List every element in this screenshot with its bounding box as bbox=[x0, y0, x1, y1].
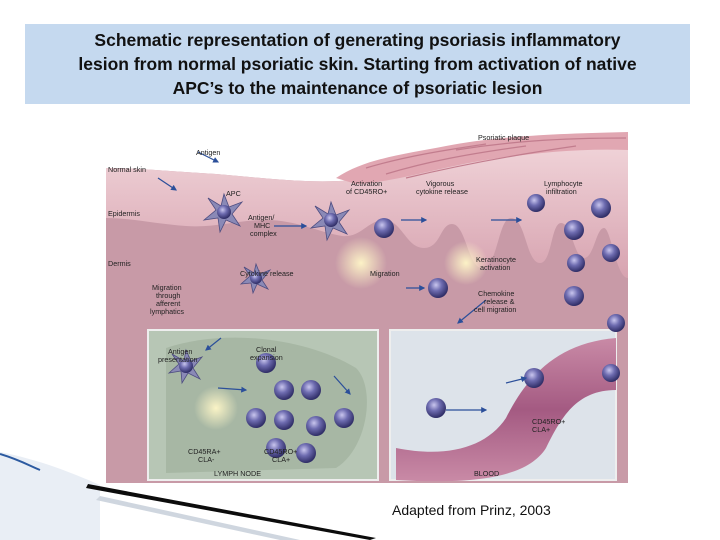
label-vigorous-1: Vigorous bbox=[426, 179, 455, 188]
label-chemokine-1: Chemokine bbox=[478, 289, 514, 298]
apc-cell-epidermis bbox=[202, 192, 244, 234]
label-vigorous-2: cytokine release bbox=[416, 187, 468, 196]
decor-black-wedge bbox=[86, 484, 376, 540]
label-cytokine-release: Cytokine release bbox=[240, 269, 294, 278]
label-cd45ro-cla-lymph-1: CD45RO+ bbox=[264, 447, 297, 456]
label-cd45ro-cla-blood-1: CD45RO+ bbox=[532, 417, 565, 426]
label-clonal-2: expansion bbox=[250, 353, 283, 362]
label-migration-through-4: lymphatics bbox=[150, 307, 184, 316]
label-migration: Migration bbox=[370, 269, 400, 278]
decor-light-shape bbox=[0, 452, 100, 540]
label-lymphocyte-2: infiltration bbox=[546, 187, 577, 196]
label-normal-skin: Normal skin bbox=[108, 165, 146, 174]
t-cells bbox=[246, 194, 625, 463]
antigen-presentation-glow bbox=[194, 386, 238, 430]
apc-cell-migrating bbox=[239, 262, 272, 295]
label-cd45ra-cla-2: CLA- bbox=[198, 455, 215, 464]
label-cd45ro-cla-blood-2: CLA+ bbox=[532, 425, 550, 434]
label-antigen-mhc-1: Antigen/ bbox=[248, 213, 274, 222]
blood-vessel bbox=[396, 338, 616, 482]
apc-cell-activation bbox=[309, 200, 351, 242]
label-cd45ra-cla-1: CD45RA+ bbox=[188, 447, 221, 456]
label-migration-through-3: afferent bbox=[156, 299, 180, 308]
label-keratinocyte-1: Keratinocyte bbox=[476, 255, 516, 264]
title-line-1: Schematic representation of generating p… bbox=[94, 30, 621, 50]
process-arrows bbox=[157, 151, 528, 413]
epidermis-layer bbox=[106, 144, 628, 278]
plaque-scale-lines bbox=[365, 137, 627, 179]
label-cd45ro-cla-lymph-2: CLA+ bbox=[272, 455, 290, 464]
decor-gray-wedge bbox=[96, 496, 300, 540]
label-blood: BLOOD bbox=[474, 469, 499, 478]
label-antigen-presentation-1: Antigen bbox=[168, 347, 192, 356]
label-epidermis: Epidermis bbox=[108, 209, 140, 218]
figure-caption: Adapted from Prinz, 2003 bbox=[392, 502, 551, 518]
label-apc: APC bbox=[226, 189, 241, 198]
label-antigen-mhc-2: MHC bbox=[254, 221, 270, 230]
title-line-2: lesion from normal psoriatic skin. Start… bbox=[78, 54, 637, 74]
psoriasis-schematic-figure: Psoriatic plaque Antigen Normal skin APC… bbox=[106, 128, 628, 483]
label-antigen-presentation-2: presentation bbox=[158, 355, 198, 364]
label-chemokine-2: release & bbox=[484, 297, 515, 306]
slide-title: Schematic representation of generating p… bbox=[72, 28, 642, 100]
label-dermis: Dermis bbox=[108, 259, 131, 268]
label-antigen: Antigen bbox=[196, 148, 220, 157]
label-chemokine-3: cell migration bbox=[474, 305, 516, 314]
slide-corner-decoration bbox=[0, 452, 376, 540]
title-box: Schematic representation of generating p… bbox=[25, 24, 690, 104]
label-clonal-1: Clonal bbox=[256, 345, 277, 354]
keratinocyte-glow bbox=[444, 241, 488, 285]
psoriatic-plaque-scales bbox=[336, 132, 628, 184]
label-keratinocyte-2: activation bbox=[480, 263, 510, 272]
label-antigen-mhc-3: complex bbox=[250, 229, 277, 238]
lymph-node-tissue bbox=[166, 337, 367, 473]
apc-cell-lymph-node bbox=[167, 348, 204, 385]
label-migration-through-1: Migration bbox=[152, 283, 182, 292]
label-activation-2: of CD45RO+ bbox=[346, 187, 387, 196]
decor-blue-line bbox=[0, 453, 41, 471]
label-psoriatic-plaque: Psoriatic plaque bbox=[478, 133, 529, 142]
label-lymph-node: LYMPH NODE bbox=[214, 469, 261, 478]
label-migration-through-2: through bbox=[156, 291, 180, 300]
cytokine-glow bbox=[335, 237, 387, 289]
label-lymphocyte-1: Lymphocyte bbox=[544, 179, 583, 188]
label-activation-1: Activation bbox=[351, 179, 382, 188]
title-line-3: APC’s to the maintenance of psoriatic le… bbox=[172, 78, 543, 98]
